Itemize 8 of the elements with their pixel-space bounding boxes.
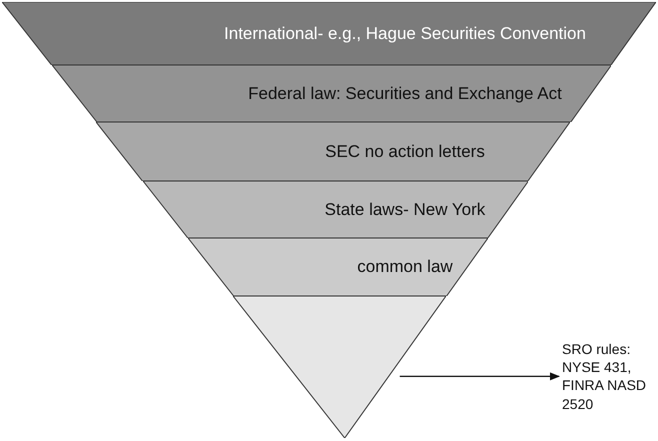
arrow	[400, 372, 560, 380]
band-label: International- e.g., Hague Securities Convention	[223, 24, 587, 44]
note-text: SRO rules: NYSE 431, FINRA NASD 2520	[562, 340, 656, 413]
band-label: Federal law: Securities and Exchange Act	[247, 84, 563, 104]
band-label: State laws- New York	[324, 200, 486, 220]
hierarchy-tip	[233, 296, 446, 438]
band-label: common law	[356, 257, 454, 277]
band-label: SEC no action letters	[324, 142, 486, 162]
